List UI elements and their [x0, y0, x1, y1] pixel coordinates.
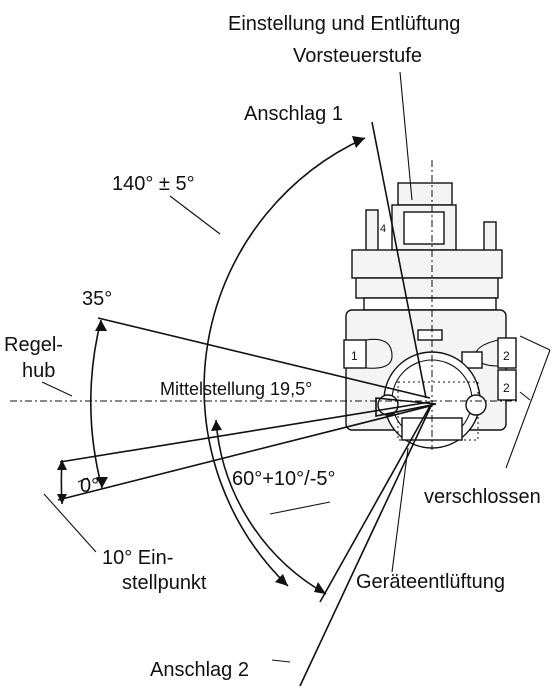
arc-140-arrow-top [352, 136, 365, 148]
line-35-degrees [97, 317, 431, 399]
regelhub-label-line-1: Regel- [4, 334, 63, 356]
valve-port-2-lower-housing [497, 369, 517, 401]
valve-body [343, 160, 517, 450]
valve-mid-plate [363, 297, 497, 311]
leader-geraeteentlueftung [391, 447, 409, 573]
arc-regelhub [89, 319, 103, 489]
title-line-1: Einstellung und Entlüftung [228, 13, 460, 35]
einstellpunkt-label-line-1: 10° Ein- [102, 547, 173, 569]
leader-verschlossen-1 [519, 335, 551, 351]
valve-inner-slot [461, 351, 483, 369]
leader-verschlossen-2 [505, 349, 551, 469]
arc-140-arrow-bottom [275, 574, 288, 586]
leader-verschlossen-3 [519, 391, 531, 401]
arc-140-degrees [203, 137, 366, 587]
port-1-label: 1 [351, 349, 358, 363]
regelhub-label-line-2: hub [22, 360, 55, 382]
port-2-lower-label: 2 [503, 381, 510, 395]
mittelstellung-label: Mittelstellung 19,5° [160, 379, 312, 399]
leader-regelhub [41, 381, 73, 397]
port-4-label: 4 [380, 223, 386, 235]
valve-port-2-upper-housing [497, 337, 517, 369]
leader-0-degrees [77, 477, 89, 483]
anschlag-1-line [371, 121, 427, 399]
valve-top-cylinder [397, 182, 453, 206]
leader-60 [269, 501, 331, 515]
valve-neck-inner [403, 211, 445, 245]
angle-35-label: 35° [82, 288, 112, 310]
leader-140 [169, 195, 221, 235]
title-line-2: Vorsteuerstufe [293, 45, 422, 67]
geraeteentlueftung-label: Geräteentlüftung [356, 571, 505, 593]
line-0-degrees [57, 405, 431, 501]
arc-60-arrow-bottom [314, 582, 326, 594]
line-60-degrees [319, 405, 431, 603]
arc-regelhub-arrow-top [95, 320, 107, 331]
valve-right-post [483, 221, 497, 253]
leader-einstellpunkt [43, 493, 97, 553]
arc-regelhub-arrow-bottom [96, 477, 108, 488]
einstellpunkt-label-line-2: stellpunkt [122, 572, 207, 594]
arc-60-degrees [215, 419, 327, 595]
valve-port-1-curve [365, 338, 393, 369]
valve-upper-housing-lower [355, 277, 499, 299]
port-2-upper-label: 2 [503, 349, 510, 363]
anschlag-2-line [299, 403, 433, 687]
angle-0-label: 0° [80, 475, 99, 497]
leader-anschlag2 [271, 659, 291, 663]
valve-port-1-housing [343, 339, 367, 369]
arc-einstellpunkt-arrow-top [57, 460, 67, 470]
lever-pivot-right [465, 394, 487, 416]
anschlag-1-label: Anschlag 1 [244, 103, 343, 125]
valve-left-post [365, 209, 379, 253]
line-mittelstellung [59, 401, 431, 463]
arc-60-arrow-top [211, 420, 222, 431]
valve-upper-housing [351, 249, 503, 279]
angle-60-label: 60°+10°/-5° [232, 468, 336, 490]
verschlossen-label: verschlossen [424, 486, 541, 508]
anschlag-2-label: Anschlag 2 [150, 659, 249, 681]
angle-140-label: 140° ± 5° [112, 173, 195, 195]
arc-einstellpunkt-arrow-bottom [57, 494, 67, 504]
leader-title [399, 71, 413, 201]
valve-inner-slot-2 [417, 329, 443, 341]
